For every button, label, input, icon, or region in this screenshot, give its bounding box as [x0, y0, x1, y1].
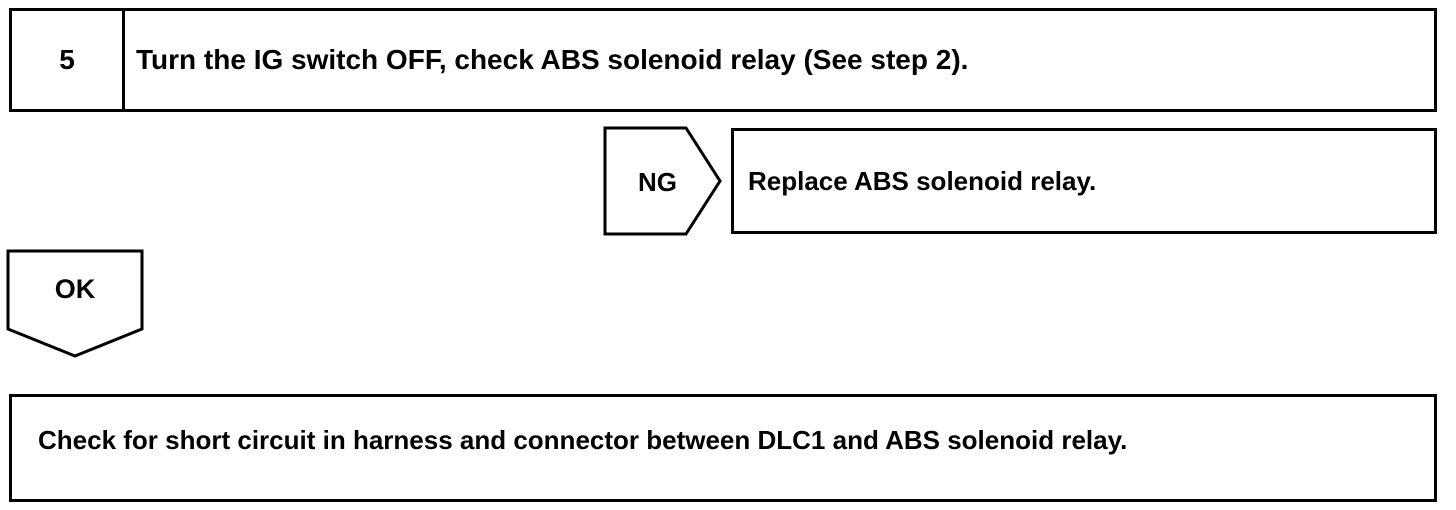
next-step-instruction: Check for short circuit in harness and c…: [38, 424, 1128, 455]
ng-arrow-shape: [603, 126, 722, 236]
step-box: 5 Turn the IG switch OFF, check ABS sole…: [9, 8, 1437, 112]
step-divider: [122, 11, 125, 109]
step-instruction: Turn the IG switch OFF, check ABS soleno…: [136, 44, 969, 75]
ng-action-text: Replace ABS solenoid relay.: [748, 165, 1097, 196]
ng-label: NG: [638, 166, 677, 197]
step-number: 5: [59, 44, 75, 75]
ng-action-box: Replace ABS solenoid relay.: [731, 128, 1437, 234]
ok-arrow-shape: [6, 249, 144, 358]
next-step-box: Check for short circuit in harness and c…: [9, 394, 1437, 502]
ok-label: OK: [54, 273, 96, 304]
